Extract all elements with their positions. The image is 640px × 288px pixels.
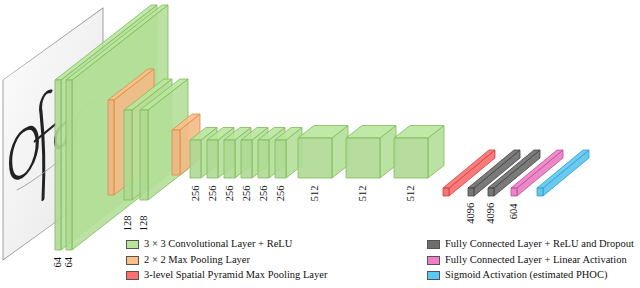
channel-count: 512	[406, 185, 417, 201]
legend-text: 3 × 3 Convolutional Layer + ReLU	[144, 239, 292, 250]
channel-count: 256	[258, 185, 269, 201]
channel-count: 256	[190, 185, 201, 201]
layer-face	[298, 138, 332, 178]
layer-face	[55, 80, 61, 250]
layer-face	[394, 126, 444, 139]
legend-text: Fully Connected Layer + ReLU and Dropout	[445, 239, 634, 250]
layer-face	[443, 188, 449, 196]
layer-face	[66, 80, 72, 250]
layer-face	[537, 188, 543, 196]
layer-face	[140, 79, 188, 110]
layer-face	[140, 110, 148, 200]
layer-face	[394, 138, 428, 178]
layer-slab	[394, 126, 444, 179]
channel-count: 512	[310, 185, 321, 201]
legend-swatch	[427, 240, 440, 249]
legend-swatch	[126, 271, 139, 280]
legend-text: 2 × 2 Max Pooling Layer	[144, 255, 250, 266]
channel-count: 128	[139, 215, 150, 231]
legend-swatch	[427, 271, 440, 280]
layer-face	[241, 140, 252, 178]
layer-face	[543, 150, 589, 196]
layer-face	[190, 140, 201, 178]
layer-face	[172, 114, 200, 130]
channel-count: 256	[275, 185, 286, 201]
layer-face	[224, 140, 235, 178]
layer-face	[537, 150, 589, 188]
channel-count: 64	[53, 257, 64, 268]
layer-face	[346, 138, 380, 178]
layer-face	[298, 126, 348, 139]
legend-text: Fully Connected Layer + Linear Activatio…	[445, 255, 627, 266]
channel-count: 64	[64, 257, 75, 268]
legend-text: 3-level Spatial Pyramid Max Pooling Laye…	[144, 270, 327, 281]
layer-face	[124, 110, 132, 200]
legend-swatch	[427, 256, 440, 265]
legend-swatch	[126, 240, 139, 249]
layer-face	[207, 140, 218, 178]
channel-count: 256	[224, 185, 235, 201]
channel-count: 256	[241, 185, 252, 201]
channel-count: 128	[123, 215, 134, 231]
layer-face	[172, 130, 180, 175]
legend-swatch	[126, 256, 139, 265]
layer-slab	[346, 126, 396, 179]
layer-face	[468, 188, 474, 196]
channel-count: 512	[358, 185, 369, 201]
layer-slab	[298, 126, 348, 179]
channel-count: 4096	[486, 203, 497, 224]
legend-text: Sigmoid Activation (estimated PHOC)	[445, 270, 607, 281]
channel-count: 604	[509, 203, 520, 219]
layer-face	[108, 100, 114, 195]
layer-face	[346, 126, 396, 139]
channel-count: 256	[207, 185, 218, 201]
channel-count: 4096	[466, 203, 477, 224]
layer-face	[511, 188, 517, 196]
layer-slab	[537, 150, 589, 196]
layer-face	[488, 188, 494, 196]
layer-face	[258, 140, 269, 178]
layer-face	[275, 140, 286, 178]
